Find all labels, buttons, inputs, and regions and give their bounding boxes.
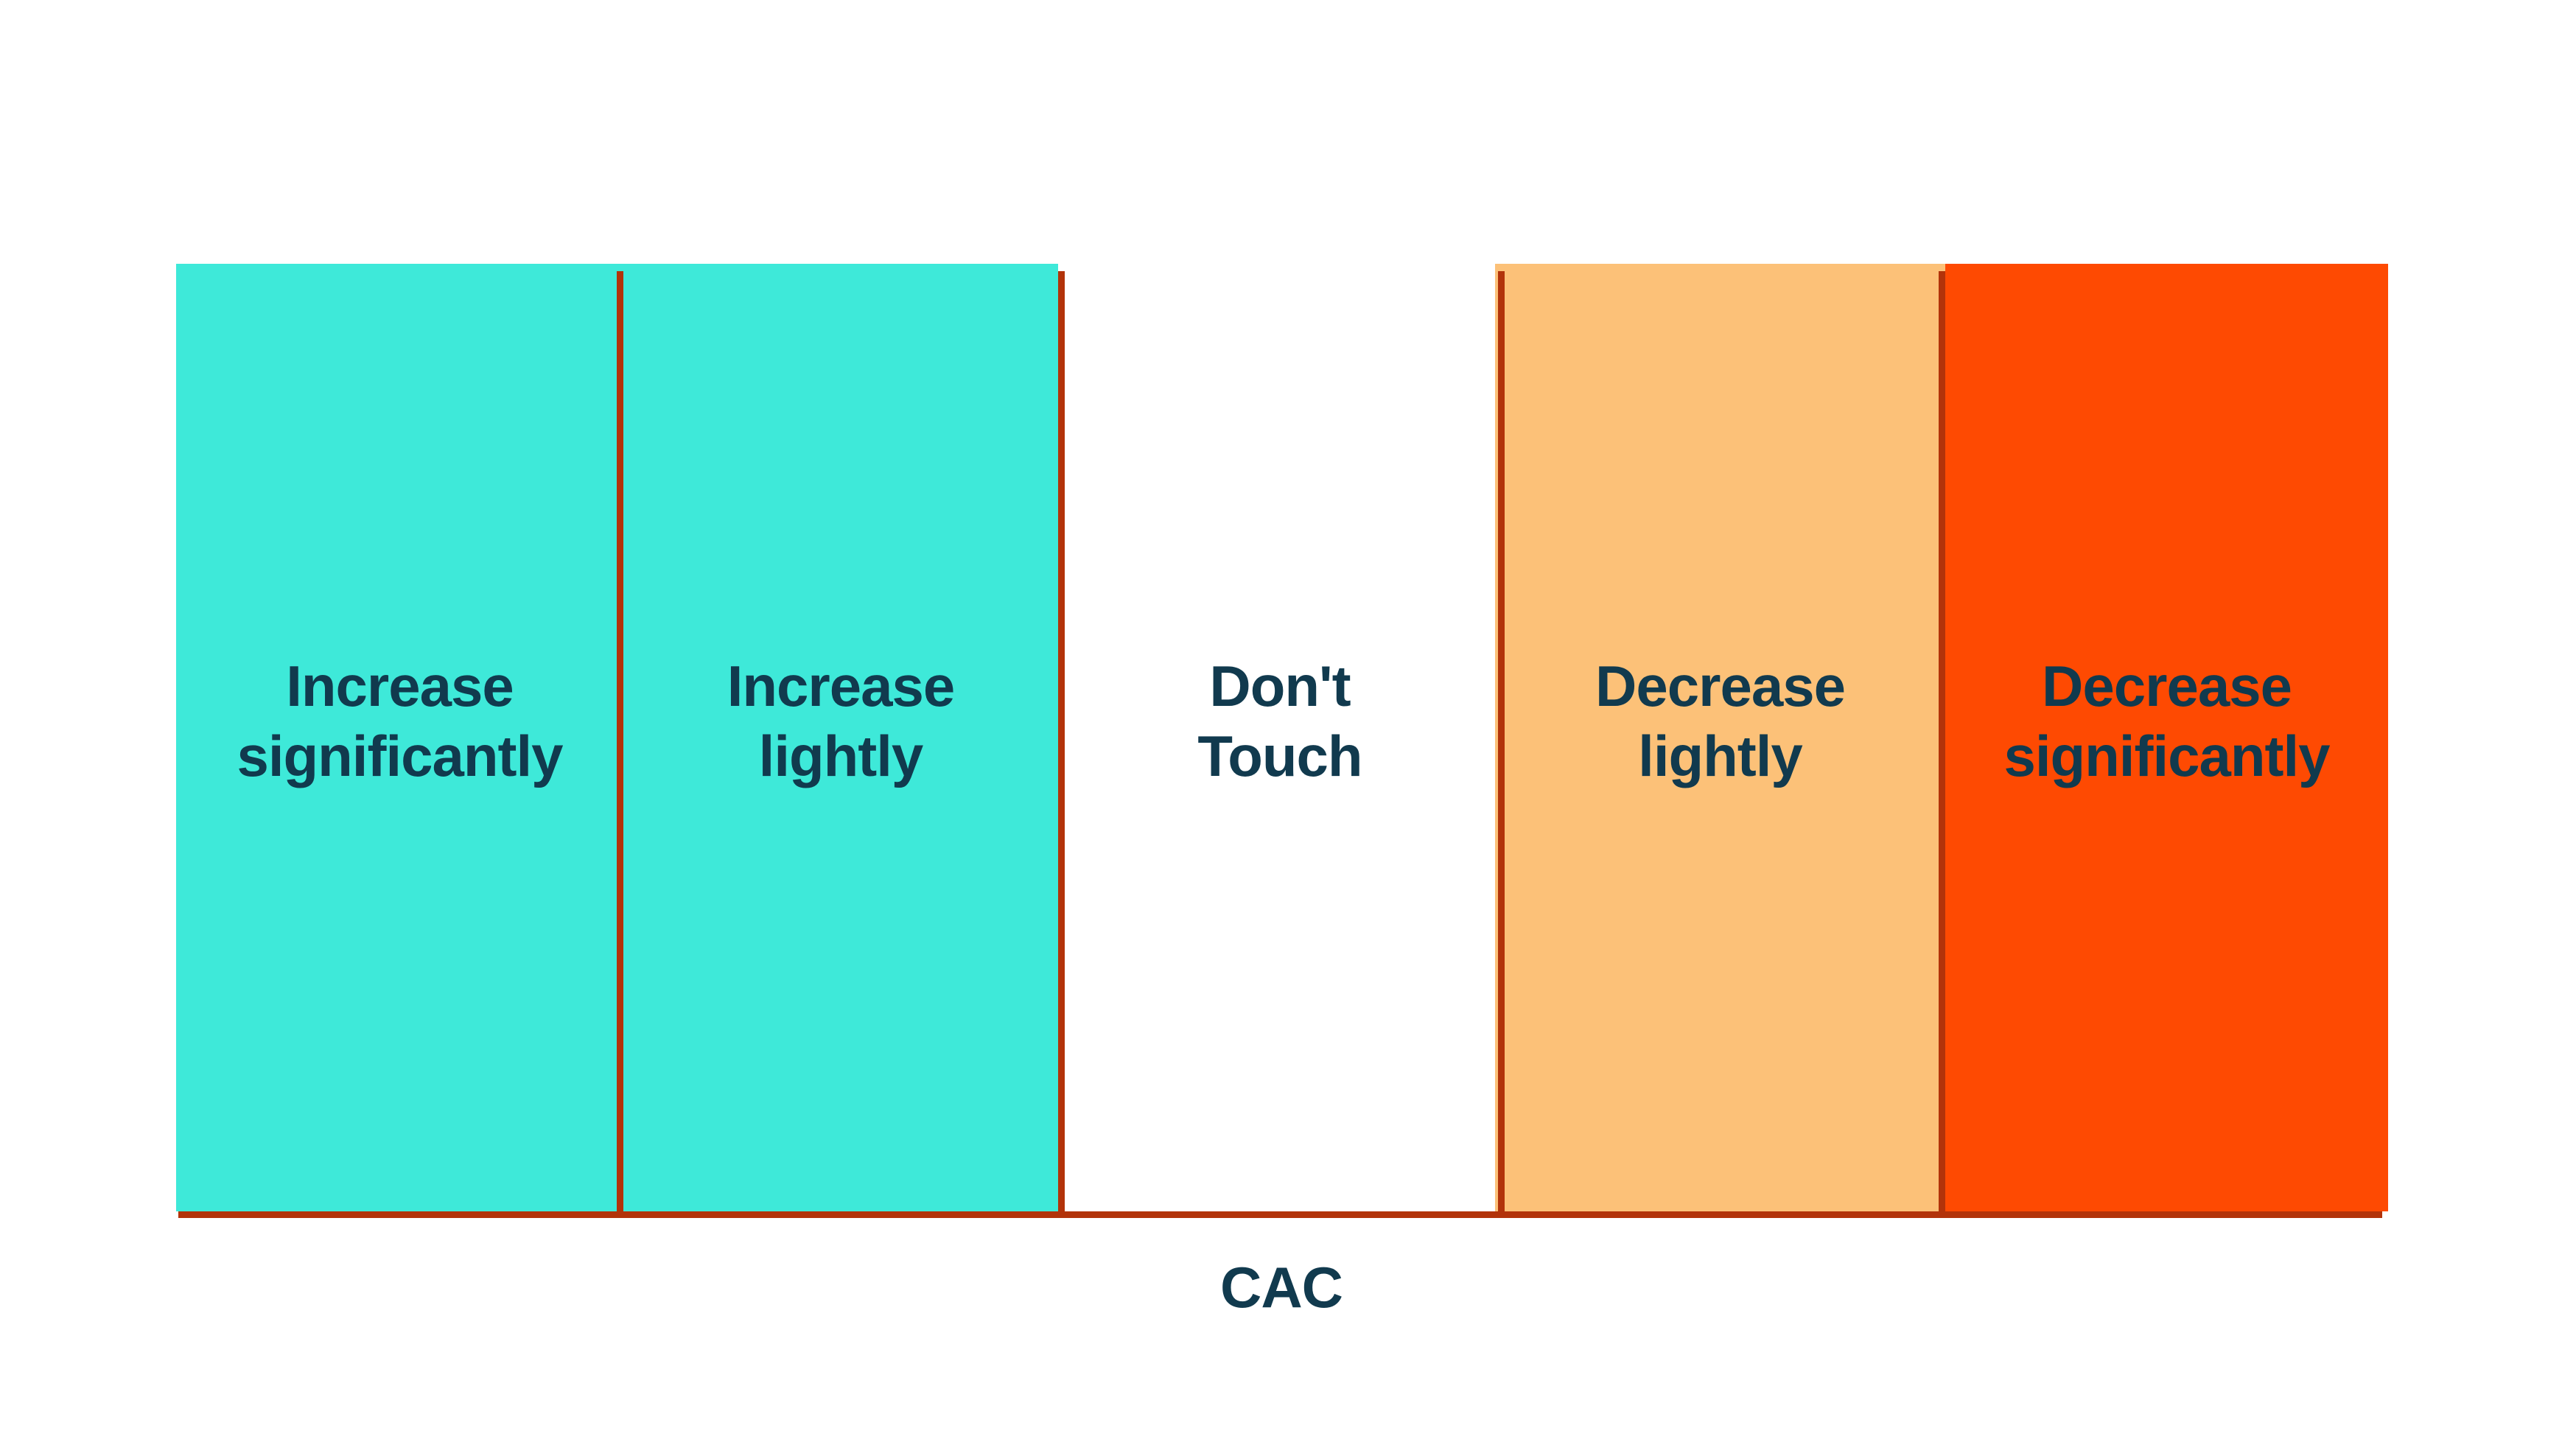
zone-decrease-lightly: Decrease lightly [1495,264,1945,1211]
x-axis-line [178,1211,2382,1218]
zone-decrease-significantly: Decrease significantly [1945,264,2388,1211]
zone-label-increase-lightly: Increase lightly [727,654,956,788]
divider-line-2 [1058,271,1065,1211]
divider-line-4 [1939,271,1945,1211]
x-axis-label: CAC [1220,1255,1343,1320]
divider-line-1 [617,271,623,1211]
zone-label-decrease-significantly: Decrease significantly [2003,654,2330,788]
zone-increase-lightly: Increase lightly [623,264,1058,1211]
zone-increase-significantly: Increase significantly [176,264,623,1211]
zone-label-decrease-lightly: Decrease lightly [1595,654,1846,788]
zone-label-dont-touch: Don't Touch [1197,654,1362,788]
divider-line-3 [1498,271,1505,1211]
zone-label-increase-significantly: Increase significantly [237,654,563,788]
zone-dont-touch: Don't Touch [1065,264,1495,1211]
